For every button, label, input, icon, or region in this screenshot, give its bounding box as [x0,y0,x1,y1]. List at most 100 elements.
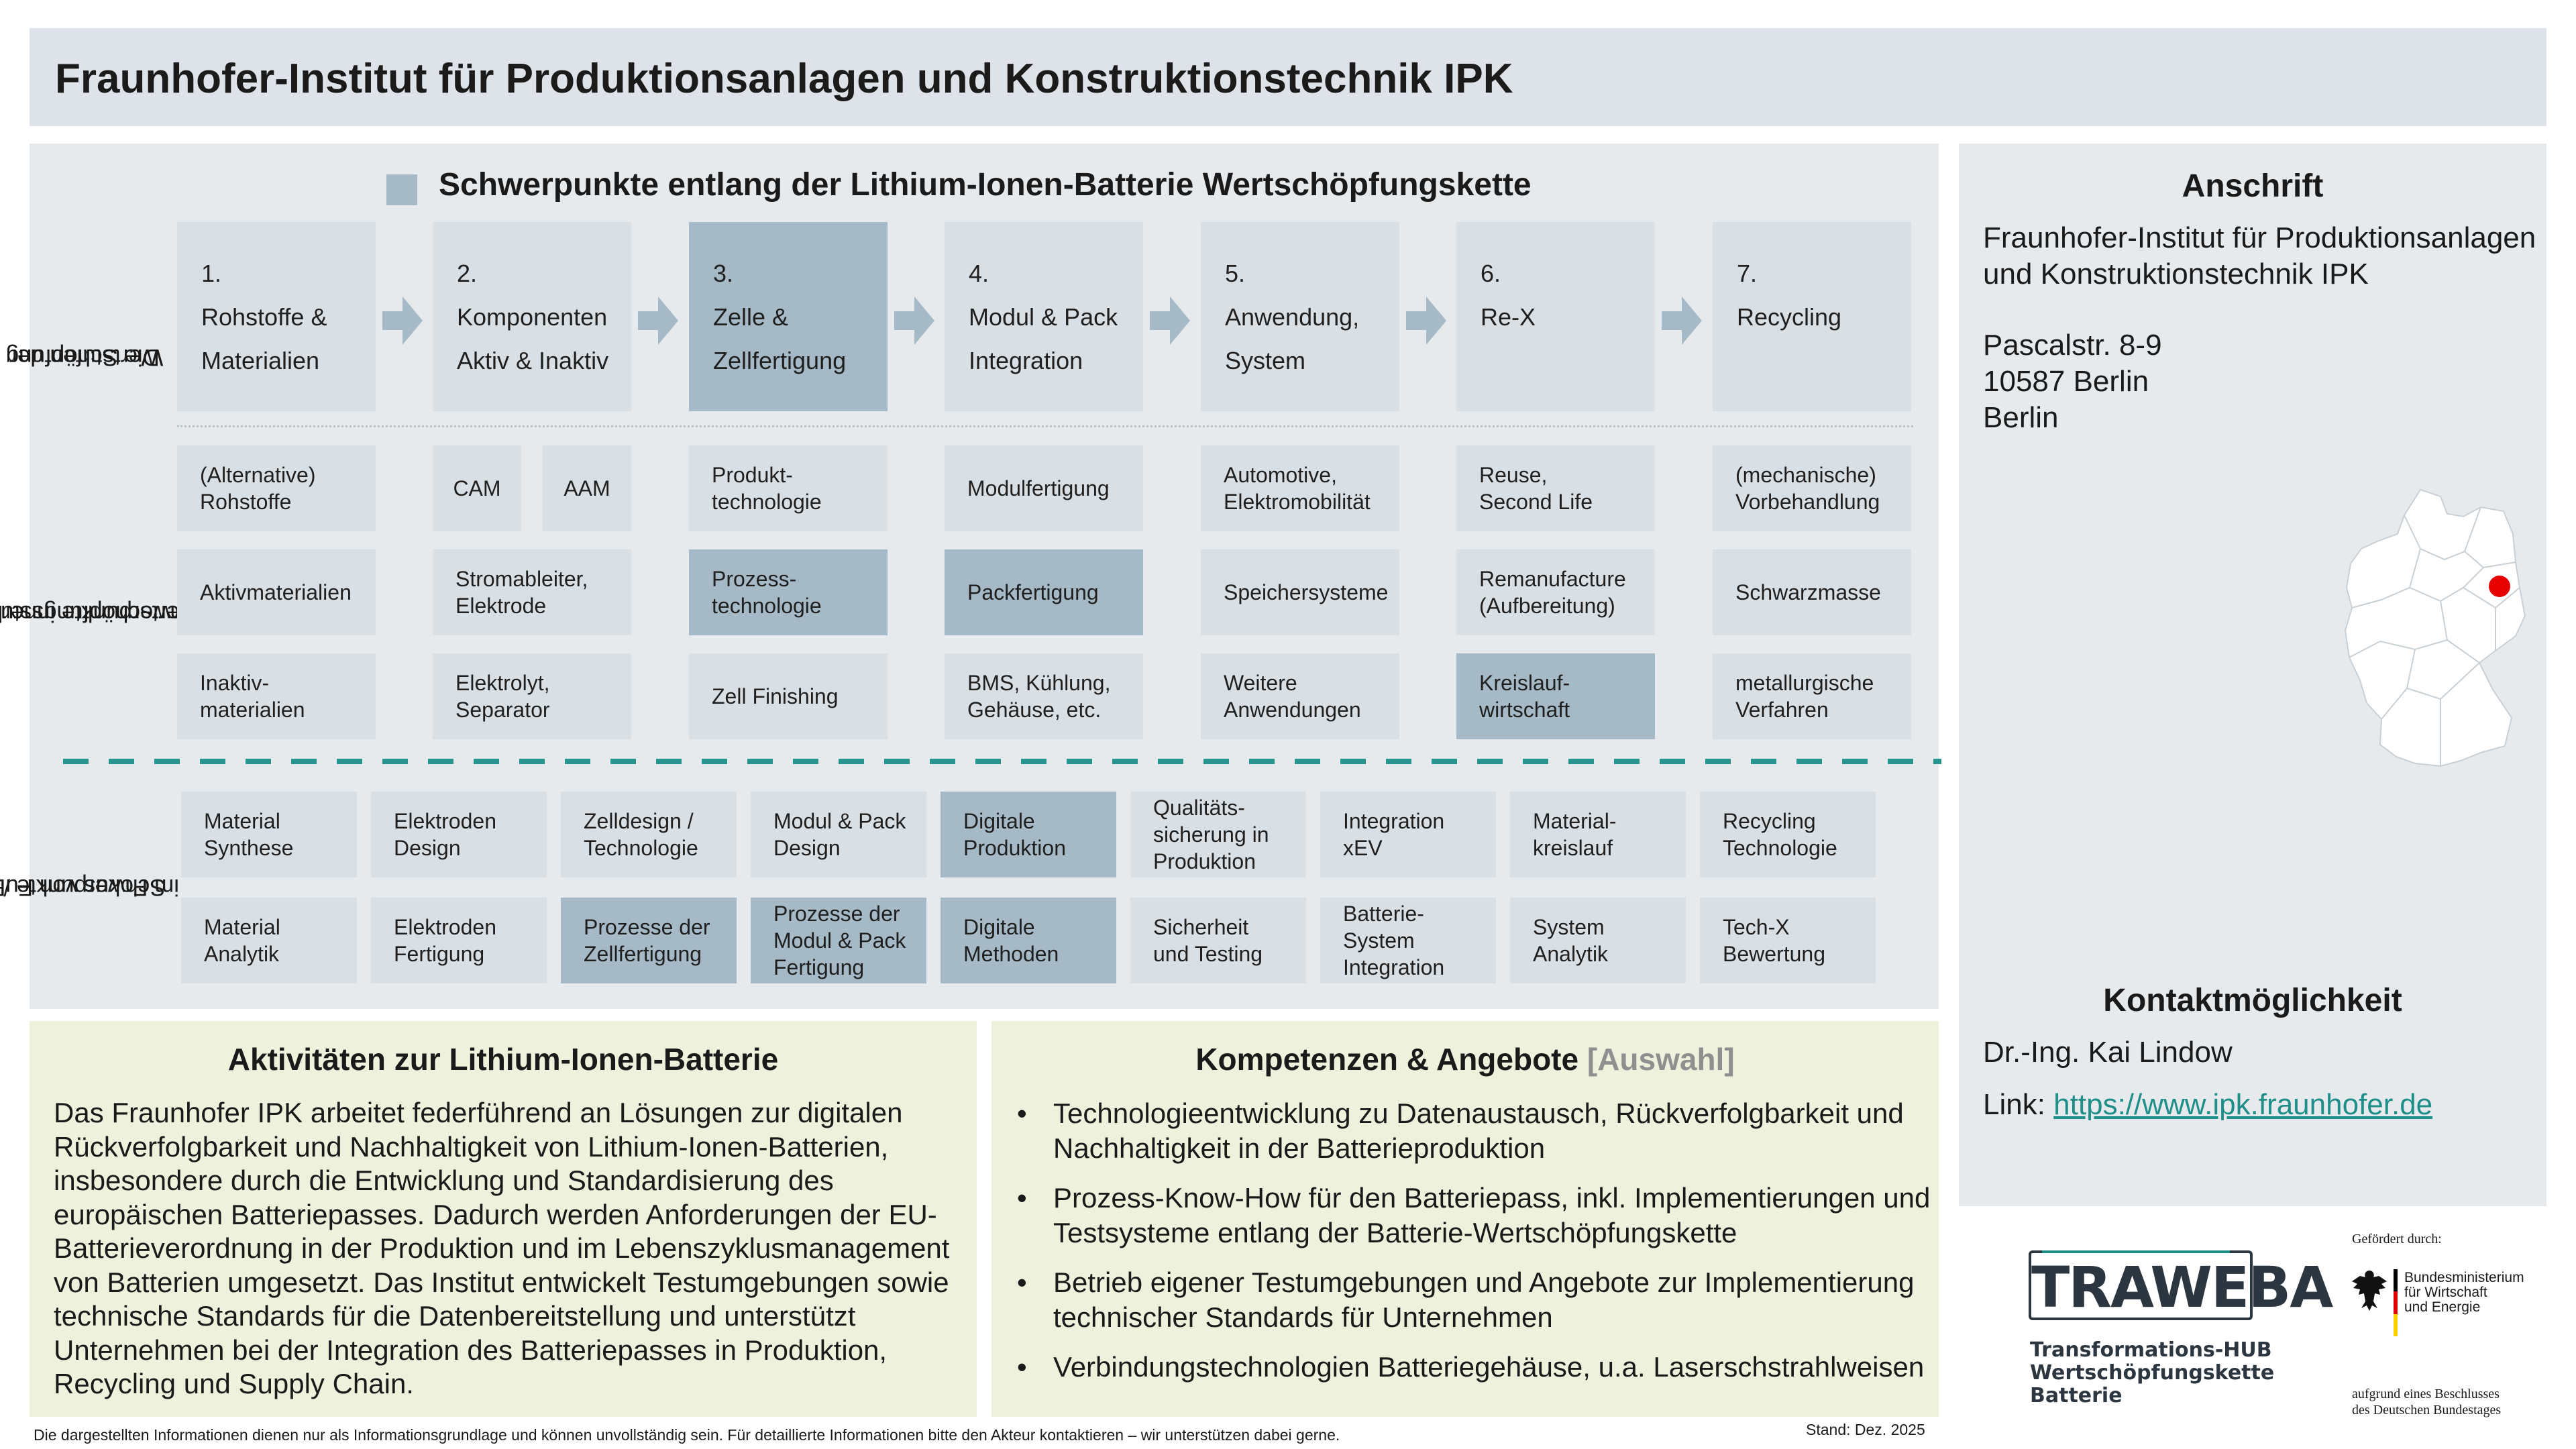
cell-text: Elektrode [455,594,547,618]
cell-text: (Alternative) [200,463,316,487]
cell-text: Material- [1533,809,1617,833]
competences-list: Technologieentwicklung zu Datenaustausch… [1016,1096,1930,1399]
focus-cell: Packfertigung [945,549,1143,635]
text-line: Wertschöpfungskette [2030,1361,2275,1385]
cell-text: Digitale [963,915,1035,939]
cell-text: Technologie [584,836,698,860]
list-item: Prozess-Know-How für den Batteriepass, i… [1016,1181,1930,1250]
focus-cell: Inaktiv-materialien [177,653,376,739]
cell-text: BMS, Kühlung, [967,671,1111,695]
cell-text: System [1533,915,1605,939]
cell-text: Design [394,836,461,860]
stage-label: Recycling [1737,303,1842,331]
stage-1: 1. Rohstoffe & Materialien [177,222,376,411]
arrow-right-icon [1662,297,1702,345]
cell-text: Integration [1343,809,1445,833]
cell-text: Synthese [204,836,294,860]
cell-text: Analytik [204,942,280,966]
page-title: Fraunhofer-Institut für Produktionsanlag… [55,56,1513,102]
stage-label: Materialien [201,347,320,374]
text-line: technischer Standards für Unternehmen [1053,1301,1553,1333]
cell-text: Packfertigung [967,580,1099,604]
cell-text: technologie [712,594,822,618]
cell-text: System [1343,928,1415,953]
text-line: Rückverfolgbarkeit und Nachhaltigkeit vo… [54,1130,889,1163]
cell-text: Modul & Pack [773,928,906,953]
text-line: Das Fraunhofer IPK arbeitet federführend… [54,1097,903,1128]
cell-text: Remanufacture [1479,567,1626,591]
website-link[interactable]: https://www.ipk.fraunhofer.de [2053,1088,2433,1121]
address-panel: Anschrift Fraunhofer-Institut für Produk… [1959,144,2546,1206]
funded-by-label: Gefördert durch: [2352,1232,2442,1246]
arrow-right-icon [638,297,678,345]
cell-text: Elektromobilität [1224,490,1371,514]
text-line: Technologieentwicklung zu Datenaustausch… [1053,1097,1904,1129]
stage-label: Modul & Pack [969,303,1118,331]
contact-link-row: Link: https://www.ipk.fraunhofer.de [1983,1088,2432,1122]
focus-cell: Speichersysteme [1201,549,1399,635]
cell-text: Speichersysteme [1224,580,1389,604]
stage-number: 7. [1737,260,1758,287]
focus-cell: Zell Finishing [689,653,888,739]
stage-label: Re-X [1481,303,1536,331]
text-line: Recycling und Supply Chain. [54,1368,414,1399]
cell-text: Reuse, [1479,463,1548,487]
text-line: Betrieb eigener Testumgebungen und Angeb… [1053,1267,1915,1298]
arrow-right-icon [1150,297,1190,345]
arrow-right-icon [894,297,934,345]
address-heading: Anschrift [2182,168,2324,204]
disclaimer-text: Die dargestellten Informationen dienen n… [34,1426,1340,1444]
cell-text: Fertigung [394,942,485,966]
cell-text: Anwendungen [1224,698,1361,722]
text-line: Batterieverordnung in der Produktion und… [54,1232,950,1264]
rnd-cell: Material-kreislauf [1510,792,1686,877]
cell-text: Sicherheit [1153,915,1249,939]
cell-text: Material [204,915,280,939]
cell-text: Weitere [1224,671,1297,695]
focus-cell: Elektrolyt,Separator [433,653,631,739]
traweba-logo: TRAWEBA [2029,1250,2333,1320]
focus-cell: Kreislauf-wirtschaft [1456,653,1655,739]
text-line: des Deutschen Bundestages [2352,1403,2502,1417]
cell-text: wirtschaft [1479,698,1570,722]
focus-cell: CAM [433,445,521,531]
cell-text: xEV [1343,836,1383,860]
stage-label: Anwendung, [1225,303,1360,331]
stage-number: 3. [713,260,734,287]
rnd-cell: Zelldesign /Technologie [561,792,737,877]
stage-3: 3. Zelle & Zellfertigung [689,222,888,411]
text-line: von Batterien umgesetzt. Das Institut en… [54,1266,949,1298]
text-line: aufgrund eines Beschlusses [2352,1387,2500,1401]
cell-text: Modul & Pack [773,809,906,833]
stage-4: 4. Modul & Pack Integration [945,222,1143,411]
address-line: 10587 Berlin [1983,365,2149,398]
cell-text: Modulfertigung [967,476,1110,500]
cell-text: Zell Finishing [712,684,839,708]
activities-text: Das Fraunhofer IPK arbeitet federführend… [54,1096,966,1401]
value-chain-panel: Schwerpunkte entlang der Lithium-Ionen-B… [0,144,1941,1009]
stage-divider [177,425,1913,427]
stage-label: Aktiv & Inaktiv [457,347,609,374]
focus-cell: Modulfertigung [945,445,1143,531]
cell-text: Separator [455,698,550,722]
title-square-icon [386,174,417,205]
row-label-line: Wertschöpfungsstufen [0,600,201,627]
traweba-subtitle: Transformations-HUB Wertschöpfungskette … [2030,1339,2274,1407]
rnd-cell: Integration xEV [1320,792,1496,877]
cell-text: Design [773,836,841,860]
stage-number: 1. [201,260,222,287]
cell-text: Material [204,809,280,833]
competences-box: Kompetenzen & Angebote [Auswahl] Technol… [991,1021,1939,1417]
text-line: Nachhaltigkeit in der Batterieproduktion [1053,1132,1546,1164]
stage-number: 5. [1225,260,1246,287]
list-item: Betrieb eigener Testumgebungen und Angeb… [1016,1265,1928,1335]
cell-text: Second Life [1479,490,1593,514]
stage-7: 7. Recycling [1713,222,1911,411]
contact-name: Dr.-Ing. Kai Lindow [1983,1036,2233,1069]
